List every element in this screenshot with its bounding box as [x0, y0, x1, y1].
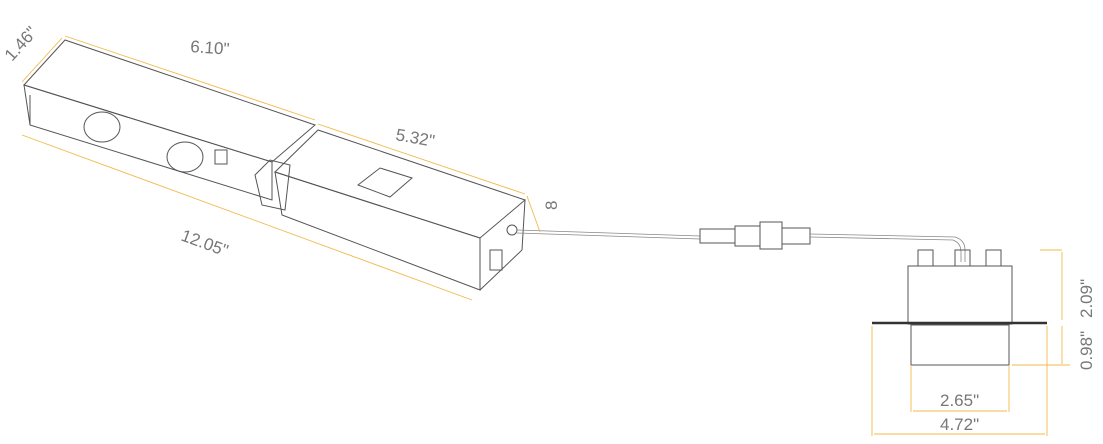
- dim-width-outer: 4.72": [940, 415, 979, 434]
- dim-width-inner: 2.65": [940, 391, 979, 410]
- dimension-lines: [21, 35, 1070, 436]
- dim-depth-left: 1.46": [1, 23, 41, 65]
- downlight-fixture: [872, 249, 1047, 366]
- driver-box-right: [274, 129, 526, 291]
- driver-box-left: [23, 39, 316, 211]
- dim-length-right: 5.32": [394, 125, 436, 151]
- cable-connector: [516, 221, 966, 262]
- dim-height-bottom: 0.98": [1077, 331, 1096, 370]
- dim-length-top: 6.10": [190, 37, 230, 59]
- dim-height-right: 8: [542, 201, 561, 210]
- dim-height-top: 2.09": [1077, 279, 1096, 318]
- dim-length-total: 12.05": [179, 226, 231, 260]
